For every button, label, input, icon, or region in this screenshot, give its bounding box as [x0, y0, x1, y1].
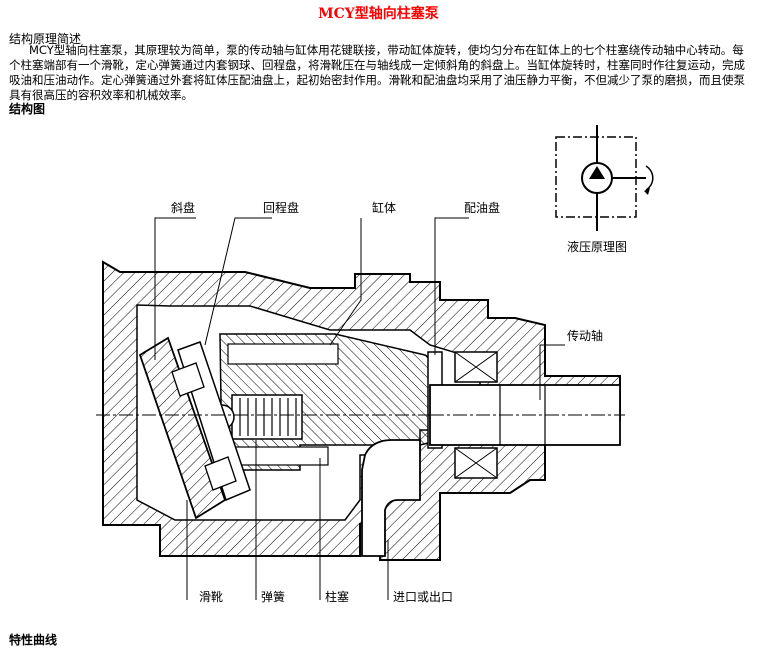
label-return-plate: 回程盘 — [263, 200, 299, 215]
label-slipper: 滑靴 — [199, 590, 223, 604]
intro-paragraph: MCY型轴向柱塞泵，其原理较为简单，泵的传动轴与缸体用花键联接，带动缸体旋转，使… — [9, 43, 745, 102]
label-swash-plate: 斜盘 — [171, 200, 195, 215]
label-valve-plate: 配油盘 — [464, 200, 500, 215]
pump-structure-diagram: 斜盘 回程盘 缸体 配油盘 液压原理图 传动轴 滑靴 弹簧 柱塞 进口或出口 — [96, 125, 654, 604]
page-title: MCY型轴向柱塞泵 — [318, 6, 439, 22]
structure-heading: 结构图 — [9, 102, 46, 116]
curve-heading: 特性曲线 — [9, 633, 58, 647]
label-port: 进口或出口 — [393, 590, 453, 604]
label-cylinder: 缸体 — [372, 200, 396, 215]
label-hydraulic-symbol: 液压原理图 — [567, 239, 627, 254]
label-piston: 柱塞 — [325, 589, 349, 604]
intro-heading: 结构原理简述 — [9, 32, 82, 46]
leader-lines — [154, 217, 565, 600]
pump-section-drawing — [96, 260, 625, 561]
label-drive-shaft: 传动轴 — [567, 328, 603, 343]
hydraulic-symbol — [555, 125, 654, 231]
label-spring: 弹簧 — [261, 589, 285, 604]
